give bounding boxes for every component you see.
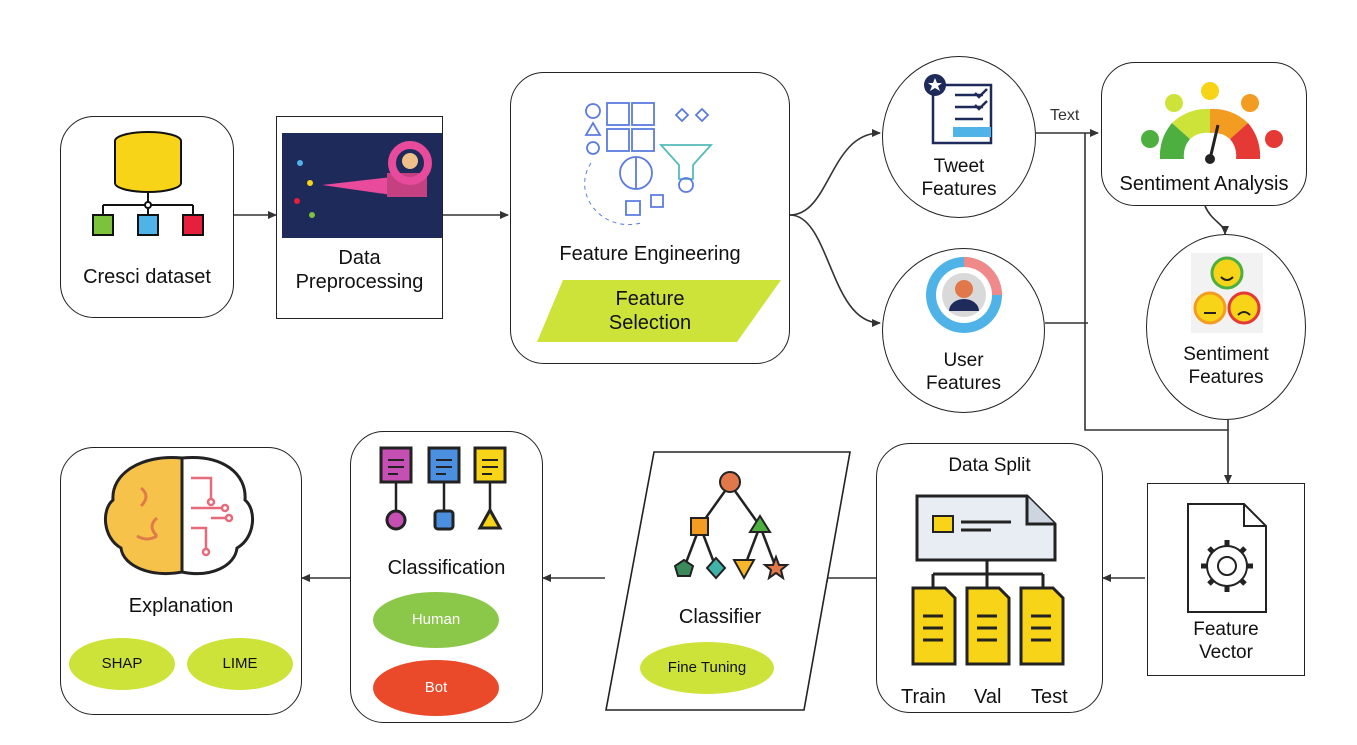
user-features-node: User Features [882, 248, 1045, 413]
preprocessing-node: Data Preprocessing [276, 116, 443, 319]
feature-vector-line1: Feature [1193, 619, 1259, 640]
cresci-dataset-node: Cresci dataset [60, 116, 234, 318]
user-profile-icon [926, 257, 1002, 333]
data-split-title: Data Split [948, 455, 1031, 476]
feature-vector-line2: Vector [1199, 642, 1253, 663]
preprocessing-label-line1: Data [338, 247, 381, 269]
tweet-document-icon [924, 74, 993, 145]
tweet-features-line2: Features [921, 179, 997, 200]
arrow-engineering-tweet [789, 129, 881, 216]
feature-engineering-icon [584, 102, 714, 225]
user-features-line2: Features [926, 373, 1001, 394]
sentiment-features-node: Sentiment Features [1146, 234, 1306, 420]
decision-tree-icon [673, 471, 790, 581]
text-edge-label: Text [1050, 107, 1080, 124]
explanation-label: Explanation [128, 595, 234, 617]
human-label: Human [411, 611, 461, 628]
shap-pill: SHAP [69, 638, 175, 690]
preprocessing-label-line2: Preprocessing [295, 271, 424, 293]
funnel-pipeline-icon [282, 133, 442, 238]
database-icon [92, 131, 204, 236]
feature-engineering-node: Feature Engineering Feature Selection [510, 72, 790, 364]
sentiment-features-line1: Sentiment [1183, 344, 1269, 365]
sentiment-analysis-label: Sentiment Analysis [1119, 173, 1289, 195]
split-val-label: Val [974, 686, 1002, 708]
classification-tree-icon [379, 446, 507, 531]
feature-selection-shape [537, 280, 781, 342]
tweet-features-node: Tweet Features [882, 56, 1036, 218]
sentiment-features-line2: Features [1188, 367, 1264, 388]
line-text-down [1084, 133, 1228, 431]
classifier-node-shape [605, 451, 851, 711]
user-features-line1: User [943, 350, 984, 371]
feature-selection-line1: Feature [615, 288, 685, 310]
gear-document-icon [1187, 503, 1267, 613]
sentiment-gauge-icon [1141, 82, 1283, 164]
fine-tuning-label: Fine Tuning [667, 659, 747, 676]
lime-label: LIME [222, 655, 258, 672]
split-train-label: Train [901, 686, 946, 708]
arrow-engineering-user [789, 214, 881, 327]
arrow-sentiment-analysis-features [1204, 205, 1229, 235]
sentiment-analysis-node: Sentiment Analysis [1101, 62, 1307, 206]
classifier-label: Classifier [678, 606, 762, 628]
feature-vector-node: Feature Vector [1147, 483, 1305, 676]
explanation-node: Explanation SHAP LIME [60, 447, 302, 715]
human-pill: Human [373, 592, 499, 648]
split-test-label: Test [1031, 686, 1068, 708]
tweet-features-line1: Tweet [933, 156, 985, 177]
data-split-node: Data Split Train Val Test [876, 443, 1103, 713]
feature-engineering-label: Feature Engineering [559, 243, 741, 265]
shap-label: SHAP [101, 655, 143, 672]
classification-node: Classification Human Bot [350, 431, 543, 723]
classification-label: Classification [387, 557, 506, 579]
fine-tuning-pill: Fine Tuning [640, 642, 774, 694]
cresci-label: Cresci dataset [83, 266, 211, 288]
feature-selection-line2: Selection [608, 312, 692, 334]
brain-circuit-icon [103, 455, 255, 575]
lime-pill: LIME [187, 638, 293, 690]
bot-label: Bot [424, 679, 448, 696]
data-split-icon [911, 494, 1065, 666]
bot-pill: Bot [373, 660, 499, 716]
emoji-faces-icon [1191, 253, 1263, 333]
